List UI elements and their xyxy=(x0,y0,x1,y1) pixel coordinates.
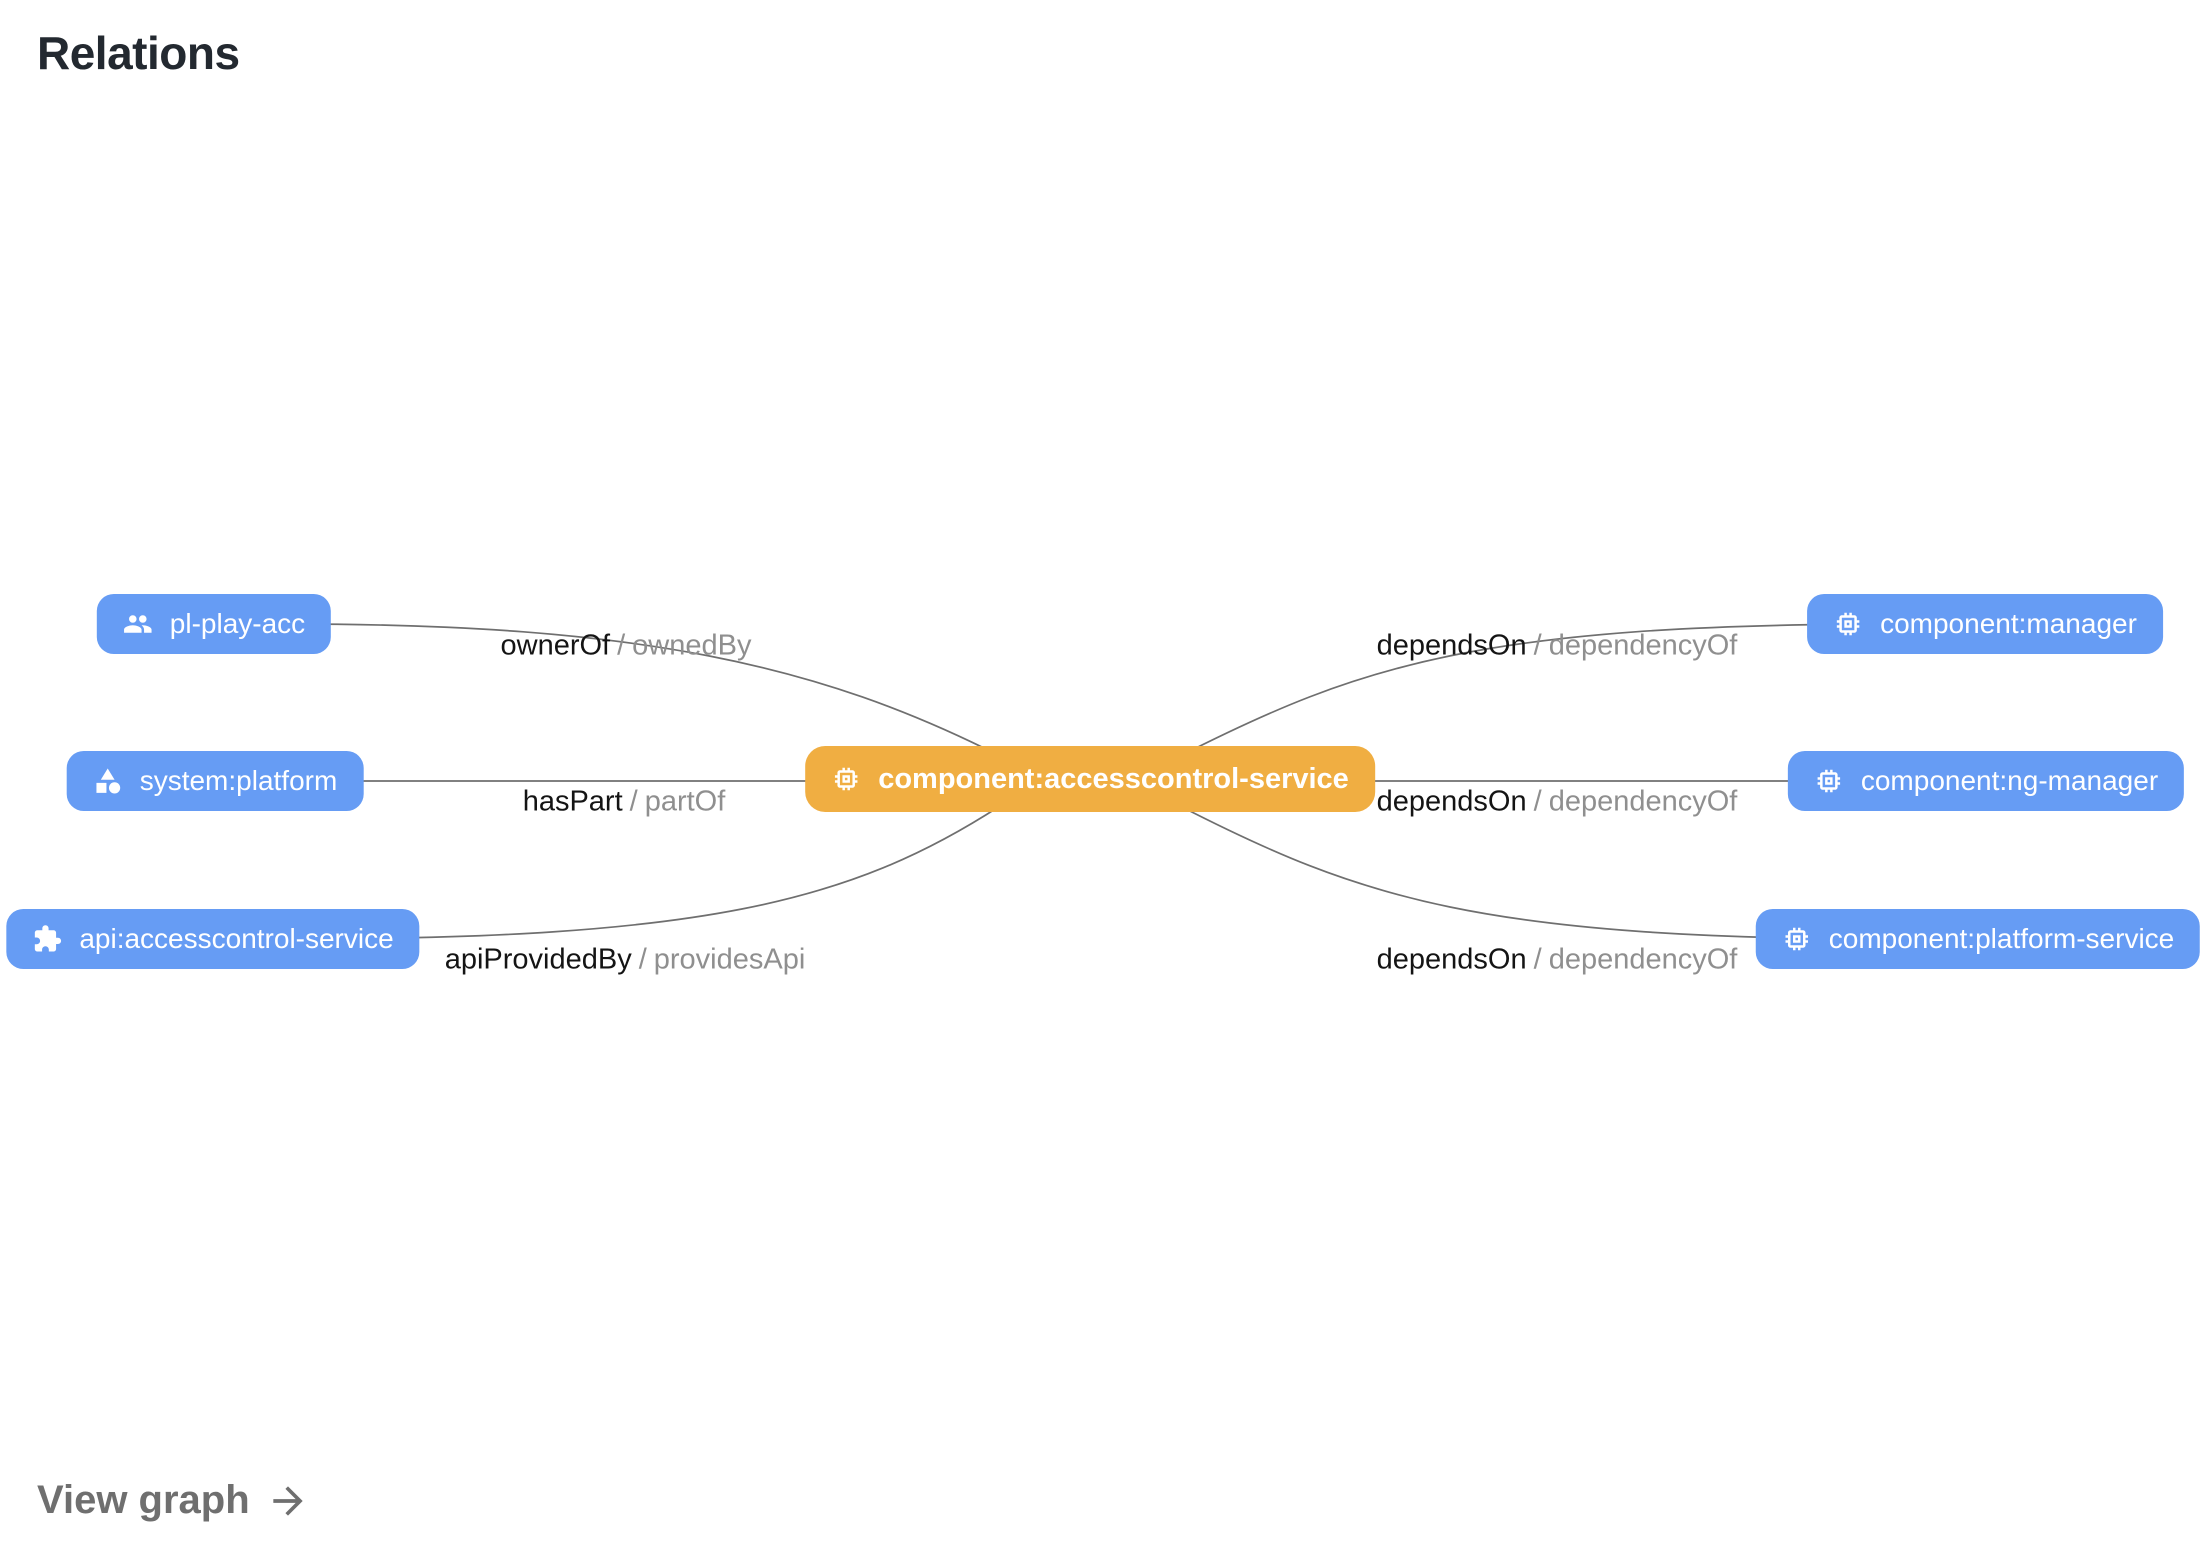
edge-dependson-top-line xyxy=(1179,623,1901,757)
edge-label-separator: / xyxy=(1533,629,1542,662)
edge-label-separator: / xyxy=(629,785,638,818)
edge-label-secondary: providesApi xyxy=(653,943,806,976)
memory-chip-icon xyxy=(1782,924,1812,954)
view-graph-link[interactable]: View graph xyxy=(37,1478,310,1523)
edge-label-ownerof: ownerOf/ownedBy xyxy=(501,630,752,663)
edge-label-primary: ownerOf xyxy=(500,629,611,662)
edge-apiprovidedby-line xyxy=(289,805,1001,940)
edge-label-primary: dependsOn xyxy=(1376,943,1527,976)
edge-label-separator: / xyxy=(1533,785,1542,818)
memory-chip-icon xyxy=(1833,609,1863,639)
edge-label-haspart: hasPart/partOf xyxy=(523,786,726,819)
memory-chip-icon xyxy=(831,764,861,794)
node-component-ng-manager[interactable]: component:ng-manager xyxy=(1787,751,2185,811)
category-shapes-icon xyxy=(93,766,123,796)
extension-puzzle-icon xyxy=(32,924,62,954)
node-label: component:platform-service xyxy=(1828,923,2175,954)
memory-chip-icon xyxy=(1814,766,1844,796)
node-system-platform[interactable]: system:platform xyxy=(66,751,364,811)
arrow-right-icon xyxy=(272,1485,303,1516)
node-component-manager[interactable]: component:manager xyxy=(1807,594,2163,654)
edge-label-primary: apiProvidedBy xyxy=(444,943,632,976)
node-label: component:ng-manager xyxy=(1860,765,2159,796)
node-label: component:manager xyxy=(1880,608,2137,639)
edge-dependson-bottom-line xyxy=(1179,805,1901,940)
view-graph-label: View graph xyxy=(37,1478,250,1522)
edge-label-separator: / xyxy=(1533,943,1542,976)
edge-label-secondary: dependencyOf xyxy=(1548,785,1738,818)
edge-label-separator: / xyxy=(638,943,647,976)
edge-ownerof-line xyxy=(289,623,1001,757)
edge-label-secondary: ownedBy xyxy=(632,629,752,662)
group-people-icon xyxy=(123,609,153,639)
node-pl-play-acc[interactable]: pl-play-acc xyxy=(96,594,332,654)
edge-label-primary: dependsOn xyxy=(1376,785,1527,818)
edge-label-separator: / xyxy=(617,629,626,662)
edge-label-secondary: partOf xyxy=(644,785,726,818)
node-label: pl-play-acc xyxy=(169,608,306,639)
node-label: system:platform xyxy=(139,765,338,796)
page-title: Relations xyxy=(37,27,240,79)
node-api-accesscontrol-service[interactable]: api:accesscontrol-service xyxy=(6,909,420,969)
edge-label-primary: dependsOn xyxy=(1376,629,1527,662)
edge-label-dependson-bottom: dependsOn/dependencyOf xyxy=(1377,944,1738,977)
edge-label-secondary: dependencyOf xyxy=(1548,943,1738,976)
edge-label-dependson-top: dependsOn/dependencyOf xyxy=(1377,630,1738,663)
edge-label-secondary: dependencyOf xyxy=(1548,629,1738,662)
node-component-accesscontrol-service[interactable]: component:accesscontrol-service xyxy=(805,746,1375,812)
edge-label-dependson-mid: dependsOn/dependencyOf xyxy=(1377,786,1738,819)
edge-label-apiprovidedby: apiProvidedBy/providesApi xyxy=(445,944,806,977)
node-label: api:accesscontrol-service xyxy=(79,923,394,954)
node-label: component:accesscontrol-service xyxy=(878,762,1349,795)
edge-label-primary: hasPart xyxy=(522,785,623,818)
node-component-platform-service[interactable]: component:platform-service xyxy=(1755,909,2201,969)
